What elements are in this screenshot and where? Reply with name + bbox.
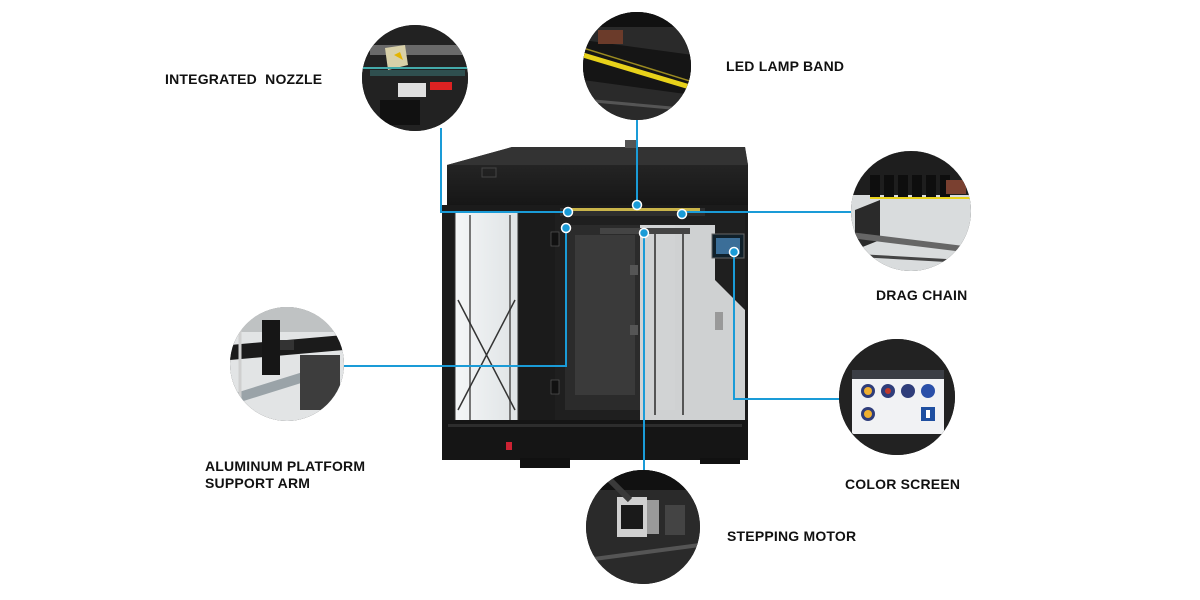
nozzle-detail-photo [362, 25, 468, 131]
label-stepping-motor: STEPPING MOTOR [727, 528, 857, 544]
label-led-lamp-band: LED LAMP BAND [726, 58, 845, 74]
3d-printer [442, 140, 748, 468]
led-lamp-detail-photo [583, 12, 691, 120]
label-integrated-nozzle: INTEGRATED NOZZLE [165, 71, 323, 87]
label-aluminum-platform-support-arm: ALUMINUM PLATFORM SUPPORT ARM [205, 458, 365, 492]
label-drag-chain: DRAG CHAIN [876, 287, 968, 303]
leader-lines [344, 120, 852, 470]
leader-dots [560, 199, 740, 258]
leader-line-arm [344, 228, 567, 367]
stepping-motor-detail-photo [586, 470, 700, 584]
aluminum-arm-detail-photo [230, 307, 344, 421]
drag-chain-detail-photo [851, 151, 971, 271]
color-screen-detail-photo [839, 339, 955, 455]
label-color-screen: COLOR SCREEN [845, 476, 961, 492]
label-aluminum-platform-line2: SUPPORT ARM [205, 475, 311, 491]
leader-line-screen [733, 252, 840, 400]
label-aluminum-platform-line1: ALUMINUM PLATFORM [205, 458, 366, 474]
leader-line-nozzle [440, 128, 568, 213]
